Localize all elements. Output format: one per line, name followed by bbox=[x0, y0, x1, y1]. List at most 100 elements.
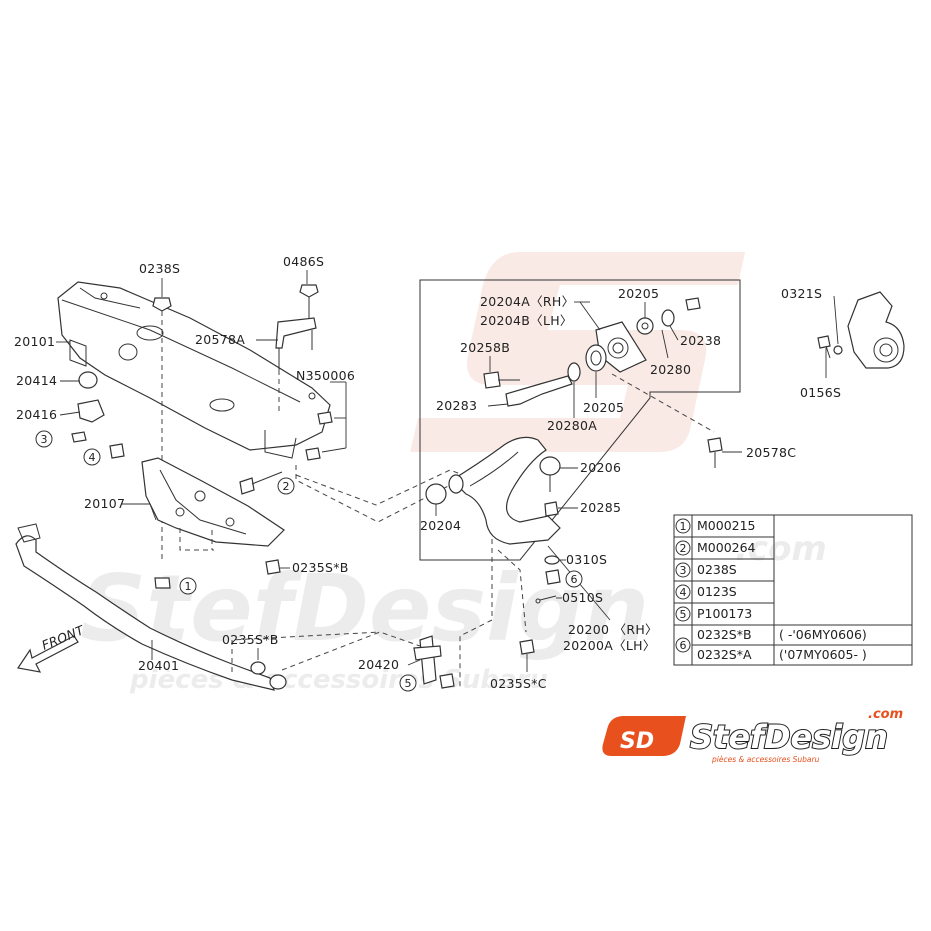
label-20238: 20238 bbox=[680, 333, 721, 348]
callout-5: 5 bbox=[399, 674, 417, 692]
callouts: 1 2 3 4 5 6 bbox=[35, 430, 583, 692]
legend-table bbox=[673, 514, 913, 666]
legend-num-circle bbox=[675, 584, 691, 600]
label-20200A: 20200A〈LH〉 bbox=[563, 638, 656, 653]
nut-N350006 bbox=[305, 411, 333, 461]
legend-part: 0232S*A bbox=[697, 647, 752, 662]
bushing-20414 bbox=[78, 371, 98, 389]
label-20401: 20401 bbox=[138, 658, 179, 673]
link-20420 bbox=[231, 631, 455, 689]
legend-num-circle bbox=[675, 518, 691, 534]
nut-0235SC bbox=[519, 639, 535, 655]
ball-joint-20206 bbox=[539, 456, 561, 492]
legend-num: 3 bbox=[680, 564, 687, 577]
label-20416: 20416 bbox=[16, 407, 57, 422]
watermark-tagline: pièces & accessoires Subaru bbox=[129, 665, 548, 695]
logo-suffix: .com bbox=[868, 707, 903, 722]
legend-num-circle bbox=[675, 540, 691, 556]
logo: SD StefDesign .com pièces & accessoires … bbox=[602, 707, 903, 764]
logo-name: StefDesign bbox=[690, 718, 888, 756]
assembly-frame bbox=[419, 279, 741, 561]
label-20283: 20283 bbox=[436, 398, 477, 413]
bolt-0156S bbox=[817, 335, 831, 359]
legend-num: 6 bbox=[680, 639, 687, 652]
nut-callout-6 bbox=[545, 569, 561, 585]
logo-mark: SD bbox=[620, 729, 654, 754]
control-arm-20200 bbox=[425, 436, 561, 545]
label-20205-top: 20205 bbox=[618, 286, 659, 301]
svg-text:2: 2 bbox=[283, 480, 290, 493]
legend-note: ( -'06MY0606) bbox=[779, 627, 867, 642]
legend-num: 4 bbox=[680, 586, 687, 599]
watermark-suffix: .com bbox=[735, 529, 827, 569]
label-20204: 20204 bbox=[420, 518, 461, 533]
label-0238S-top: 0238S bbox=[139, 261, 180, 276]
svg-text:1: 1 bbox=[185, 580, 192, 593]
label-20285: 20285 bbox=[580, 500, 621, 515]
shaft-20283 bbox=[505, 375, 573, 407]
legend-note: ('07MY0605- ) bbox=[779, 647, 867, 662]
nut-20238 bbox=[685, 297, 701, 311]
part-labels: 0238S 0486S 20101 20578A 20414 N350006 2… bbox=[14, 254, 841, 691]
washer-0310S bbox=[544, 555, 560, 565]
legend-part: 0232S*B bbox=[697, 627, 752, 642]
legend-part: 0123S bbox=[697, 584, 737, 599]
bushing-20205-mid bbox=[585, 344, 607, 372]
logo-tagline: pièces & accessoires Subaru bbox=[711, 755, 820, 764]
bolt-20258B bbox=[483, 371, 520, 389]
label-20206: 20206 bbox=[580, 460, 621, 475]
label-20578A: 20578A bbox=[195, 332, 245, 347]
boot-20285 bbox=[544, 501, 559, 517]
logo-sd-icon bbox=[602, 716, 686, 756]
label-20280: 20280 bbox=[650, 362, 691, 377]
legend-part: 0238S bbox=[697, 562, 737, 577]
label-20204A: 20204A〈RH〉 bbox=[480, 294, 574, 309]
callout-2: 2 bbox=[277, 477, 295, 495]
label-0235SB-a: 0235S*B bbox=[292, 560, 349, 575]
bolt-0486S bbox=[299, 284, 319, 318]
legend-part: M000215 bbox=[697, 518, 756, 533]
svg-text:5: 5 bbox=[405, 677, 412, 690]
label-20420: 20420 bbox=[358, 657, 399, 672]
clamp-20416 bbox=[71, 399, 105, 443]
bolt-20578C bbox=[611, 373, 723, 468]
label-0321S: 0321S bbox=[781, 286, 822, 301]
callout-4: 4 bbox=[83, 448, 101, 466]
label-20205-mid: 20205 bbox=[583, 400, 624, 415]
label-20280A: 20280A bbox=[547, 418, 597, 433]
svg-text:6: 6 bbox=[571, 573, 578, 586]
svg-text:4: 4 bbox=[89, 451, 96, 464]
label-0510S: 0510S bbox=[562, 590, 603, 605]
label-20200: 20200 〈RH〉 bbox=[568, 622, 658, 637]
label-20101: 20101 bbox=[14, 334, 55, 349]
legend-num: 2 bbox=[680, 542, 687, 555]
bracket-20578A bbox=[275, 317, 317, 412]
guide-line-a bbox=[295, 465, 475, 523]
label-20204B: 20204B〈LH〉 bbox=[480, 313, 573, 328]
washer-20280A bbox=[567, 362, 581, 382]
callout-6: 6 bbox=[565, 570, 583, 588]
pin-0510S bbox=[535, 595, 557, 604]
callout-3: 3 bbox=[35, 430, 53, 448]
washer-20205-top bbox=[636, 317, 654, 335]
legend-num-circle bbox=[675, 637, 691, 653]
front-indicator: FRONT bbox=[16, 622, 87, 673]
label-20107: 20107 bbox=[84, 496, 125, 511]
label-0235SC: 0235S*C bbox=[490, 676, 547, 691]
leader-lines bbox=[56, 270, 839, 672]
legend-num: 1 bbox=[680, 520, 687, 533]
label-20414: 20414 bbox=[16, 373, 57, 388]
support-plate-20107 bbox=[141, 457, 285, 589]
label-20578C: 20578C bbox=[746, 445, 796, 460]
label-0156S: 0156S bbox=[800, 385, 841, 400]
label-N350006: N350006 bbox=[296, 368, 355, 383]
washer-20280-top bbox=[661, 309, 675, 327]
front-arrow-icon bbox=[16, 635, 79, 673]
legend-part: P100173 bbox=[697, 606, 752, 621]
stabilizer-bar-20401 bbox=[15, 523, 287, 691]
guide-line-c bbox=[459, 530, 493, 690]
label-20258B: 20258B bbox=[460, 340, 510, 355]
bolt-callout-2 bbox=[109, 443, 283, 495]
